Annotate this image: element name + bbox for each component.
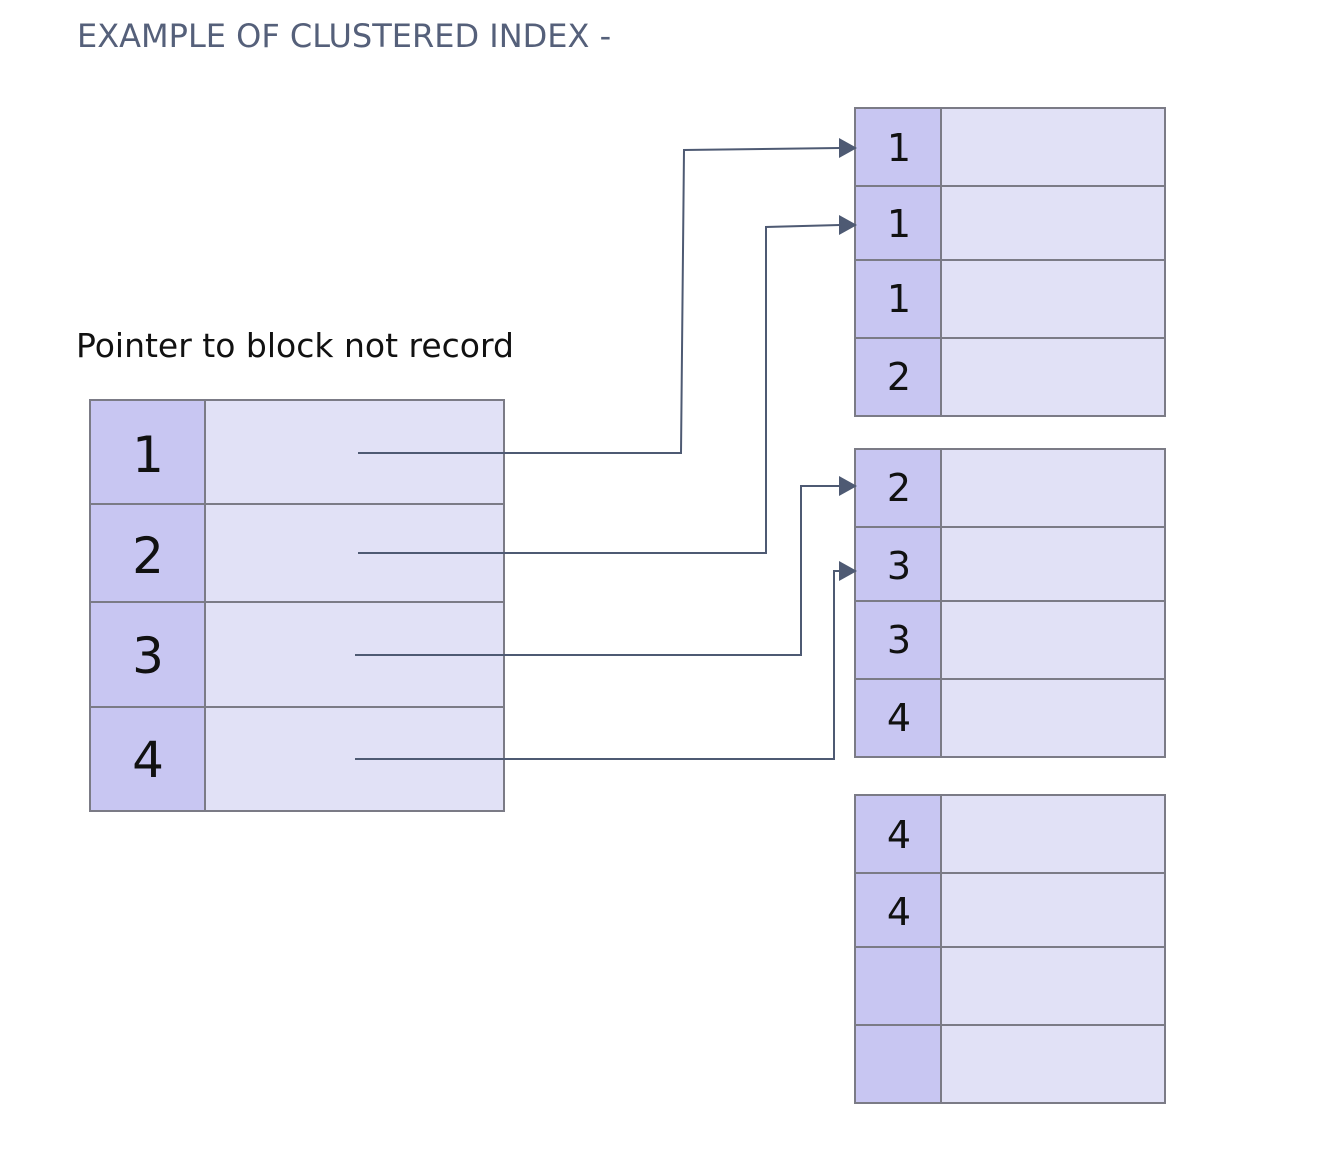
- index-key-cell: [89, 601, 206, 708]
- record-data-cell: [940, 872, 1166, 948]
- index-key-label: 2: [132, 527, 164, 585]
- block-record: 1: [854, 107, 1166, 187]
- block-record: 1: [854, 259, 1166, 339]
- pointer-arrowhead-2: [839, 215, 857, 235]
- record-data-cell: [940, 526, 1166, 602]
- record-data-cell: [940, 259, 1166, 339]
- record-data-cell: [940, 794, 1166, 874]
- record-key-label: 2: [887, 466, 911, 510]
- data-block-1: 1 1 1 2: [854, 107, 1166, 417]
- record-data-cell: [940, 600, 1166, 680]
- record-data-cell: [940, 107, 1166, 187]
- index-key-label: 4: [132, 731, 164, 789]
- record-key-cell: [854, 794, 942, 874]
- pointer-line-4: [355, 570, 840, 760]
- index-key-cell: [89, 503, 206, 603]
- index-key-cell: [89, 706, 206, 812]
- block-record: 2: [854, 337, 1166, 417]
- index-key-label: 3: [132, 627, 164, 685]
- record-key-label: 1: [887, 126, 911, 170]
- block-record: 2: [854, 448, 1166, 528]
- record-key-label: 3: [887, 618, 911, 662]
- record-key-cell: [854, 1024, 942, 1104]
- block-record: 1: [854, 185, 1166, 261]
- block-record: 4: [854, 678, 1166, 758]
- block-record: 3: [854, 526, 1166, 602]
- page-title: EXAMPLE OF CLUSTERED INDEX -: [77, 17, 611, 55]
- record-key-label: 4: [887, 813, 911, 857]
- index-row: 2: [89, 503, 505, 603]
- data-block-2: 2 3 3 4: [854, 448, 1166, 758]
- index-caption: Pointer to block not record: [76, 326, 514, 365]
- block-record: 4: [854, 872, 1166, 948]
- index-key-label: 1: [132, 426, 164, 484]
- record-key-label: 2: [887, 355, 911, 399]
- record-data-cell: [940, 448, 1166, 528]
- record-key-label: 1: [887, 202, 911, 246]
- record-key-label: 3: [887, 544, 911, 588]
- pointer-arrowhead-3: [839, 476, 857, 496]
- pointer-line-1: [358, 147, 841, 454]
- record-key-cell: [854, 946, 942, 1026]
- pointer-line-2: [358, 224, 841, 554]
- index-row: 1: [89, 399, 505, 505]
- record-key-label: 1: [887, 277, 911, 321]
- record-key-label: 4: [887, 890, 911, 934]
- index-table: 1 2 3 4: [89, 399, 505, 812]
- record-key-label: 4: [887, 696, 911, 740]
- block-record: [854, 946, 1166, 1026]
- record-key-cell: [854, 185, 942, 261]
- pointer-arrowhead-4: [839, 561, 857, 581]
- record-data-cell: [940, 946, 1166, 1026]
- block-record: 4: [854, 794, 1166, 874]
- index-key-cell: [89, 399, 206, 505]
- record-data-cell: [940, 337, 1166, 417]
- record-data-cell: [940, 678, 1166, 758]
- block-record: 3: [854, 600, 1166, 680]
- data-block-3: 4 4: [854, 794, 1166, 1104]
- block-record: [854, 1024, 1166, 1104]
- record-key-cell: [854, 107, 942, 187]
- pointer-connectors: [355, 138, 857, 760]
- record-key-cell: [854, 678, 942, 758]
- index-row: 4: [89, 706, 505, 812]
- record-key-cell: [854, 872, 942, 948]
- pointer-arrowhead-1: [839, 138, 857, 158]
- record-data-cell: [940, 1024, 1166, 1104]
- record-data-cell: [940, 185, 1166, 261]
- pointer-line-3: [355, 485, 840, 656]
